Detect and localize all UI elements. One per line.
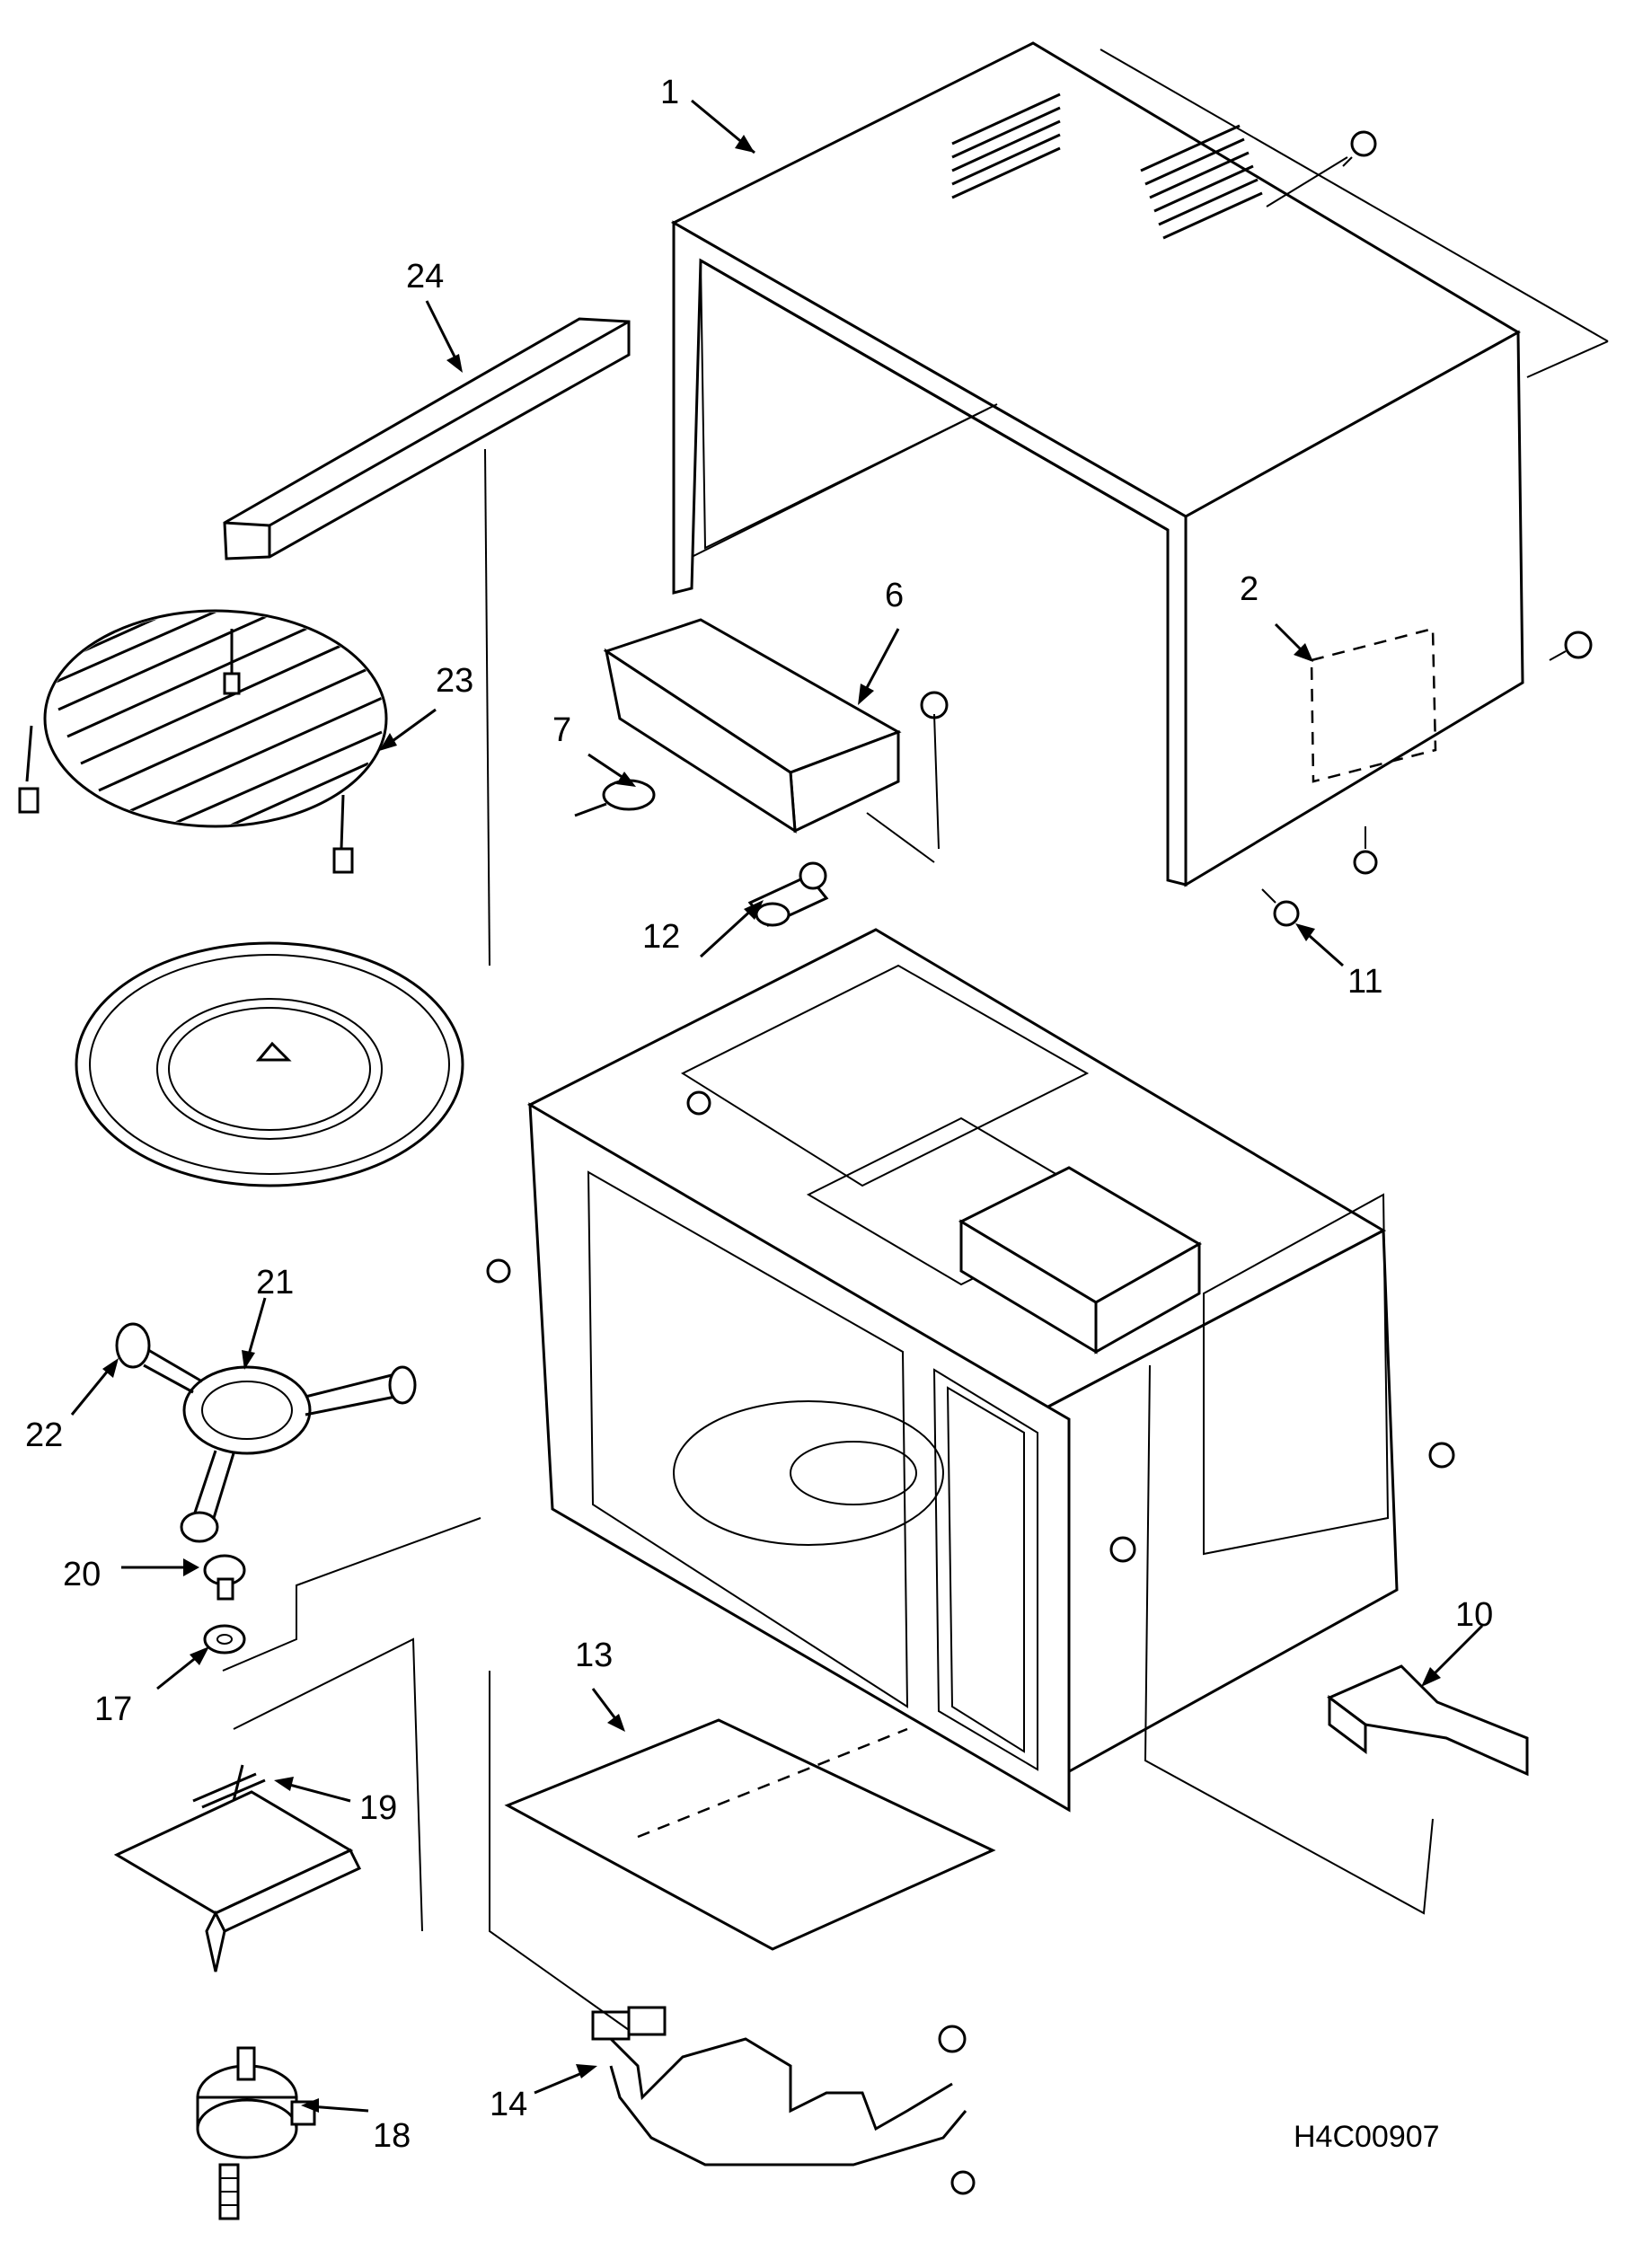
part-6-lamp-housing bbox=[603, 618, 949, 834]
callout-11: 11 bbox=[1347, 963, 1382, 1001]
callout-17: 17 bbox=[94, 1690, 132, 1728]
callout-10: 10 bbox=[1455, 1596, 1493, 1634]
callout-13: 13 bbox=[575, 1637, 613, 1674]
callout-14: 14 bbox=[490, 2086, 527, 2123]
part-19-clip bbox=[192, 1764, 266, 1809]
motor-bracket bbox=[113, 1790, 362, 1972]
callout-labels: 1 2 6 7 10 11 12 13 14 17 18 19 20 21 22… bbox=[25, 74, 1493, 2155]
part-2-label-panel bbox=[1310, 627, 1437, 783]
callout-1: 1 bbox=[660, 74, 679, 111]
assembly-lines bbox=[222, 713, 1434, 2031]
callout-21: 21 bbox=[256, 1264, 294, 1302]
main-chassis bbox=[486, 928, 1455, 1813]
part-10-foam-block bbox=[1327, 1664, 1529, 1777]
part-14-heater-element bbox=[591, 2006, 976, 2195]
leader-arrows bbox=[70, 99, 1484, 2113]
callout-12: 12 bbox=[642, 918, 680, 956]
part-7-lamp-socket bbox=[574, 779, 656, 817]
callout-2: 2 bbox=[1240, 570, 1259, 608]
part-17-washer bbox=[203, 1624, 246, 1655]
diagram-code: H4C00907 bbox=[1294, 2120, 1440, 2154]
callout-23: 23 bbox=[436, 662, 473, 700]
callout-18: 18 bbox=[373, 2117, 411, 2155]
part-21-roller-ring bbox=[115, 1322, 417, 1543]
vent-slots bbox=[951, 93, 1263, 240]
callout-7: 7 bbox=[552, 711, 571, 749]
part-12-thermal-cutout bbox=[747, 861, 829, 927]
callout-6: 6 bbox=[885, 577, 904, 614]
callout-19: 19 bbox=[359, 1789, 397, 1827]
part-24-foam-strip bbox=[223, 317, 631, 966]
screw-icon bbox=[1261, 130, 1593, 927]
part-23-wire-rack bbox=[18, 609, 388, 874]
part-18-turntable-motor bbox=[196, 2046, 316, 2220]
part-20-coupler bbox=[203, 1554, 246, 1601]
part-13-waveguide-cover bbox=[504, 1718, 996, 1951]
callout-22: 22 bbox=[25, 1416, 63, 1454]
callout-20: 20 bbox=[63, 1556, 101, 1593]
part-1-outer-cabinet bbox=[670, 41, 1609, 927]
callout-24: 24 bbox=[406, 258, 444, 296]
part-22-glass-turntable bbox=[75, 941, 464, 1187]
